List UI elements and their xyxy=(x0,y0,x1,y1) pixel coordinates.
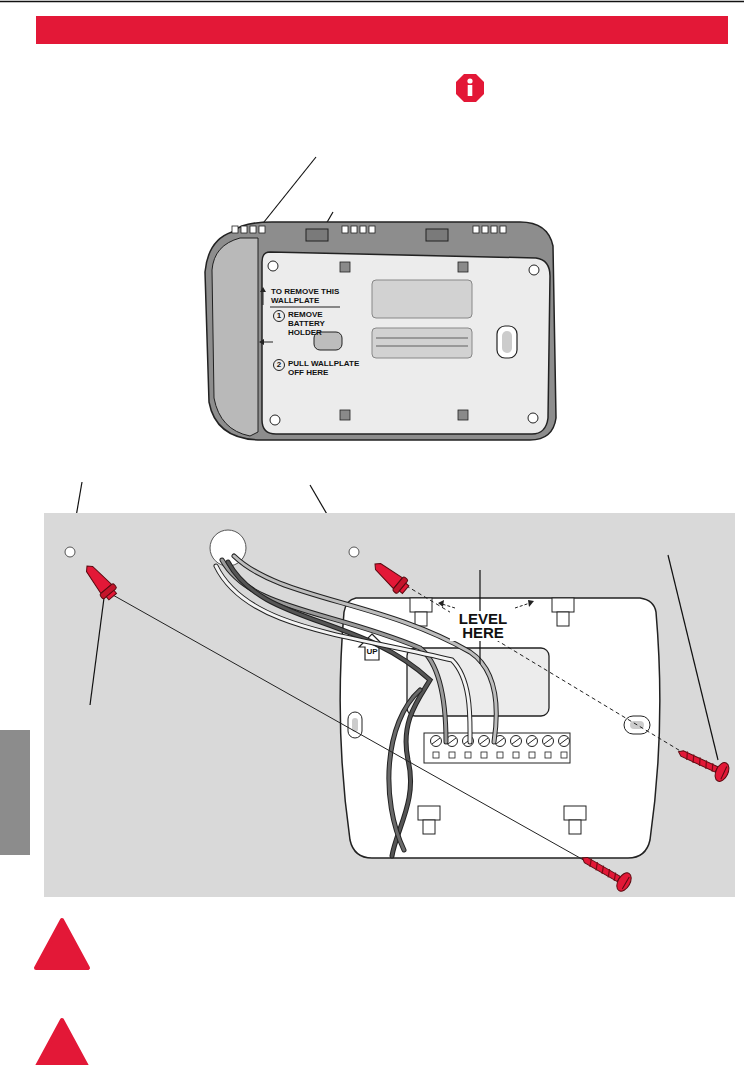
level-mark: LEVEL HERE xyxy=(450,611,516,641)
instruction-step: REMOVE BATTERY HOLDER xyxy=(288,310,360,337)
instruction-heading: TO REMOVE THIS WALLPLATE xyxy=(271,287,343,305)
step-number: 2 xyxy=(274,360,284,370)
instruction-step: PULL WALLPLATE OFF HERE xyxy=(288,359,362,377)
step-number: 1 xyxy=(274,311,284,321)
up-mark: UP xyxy=(364,647,380,656)
